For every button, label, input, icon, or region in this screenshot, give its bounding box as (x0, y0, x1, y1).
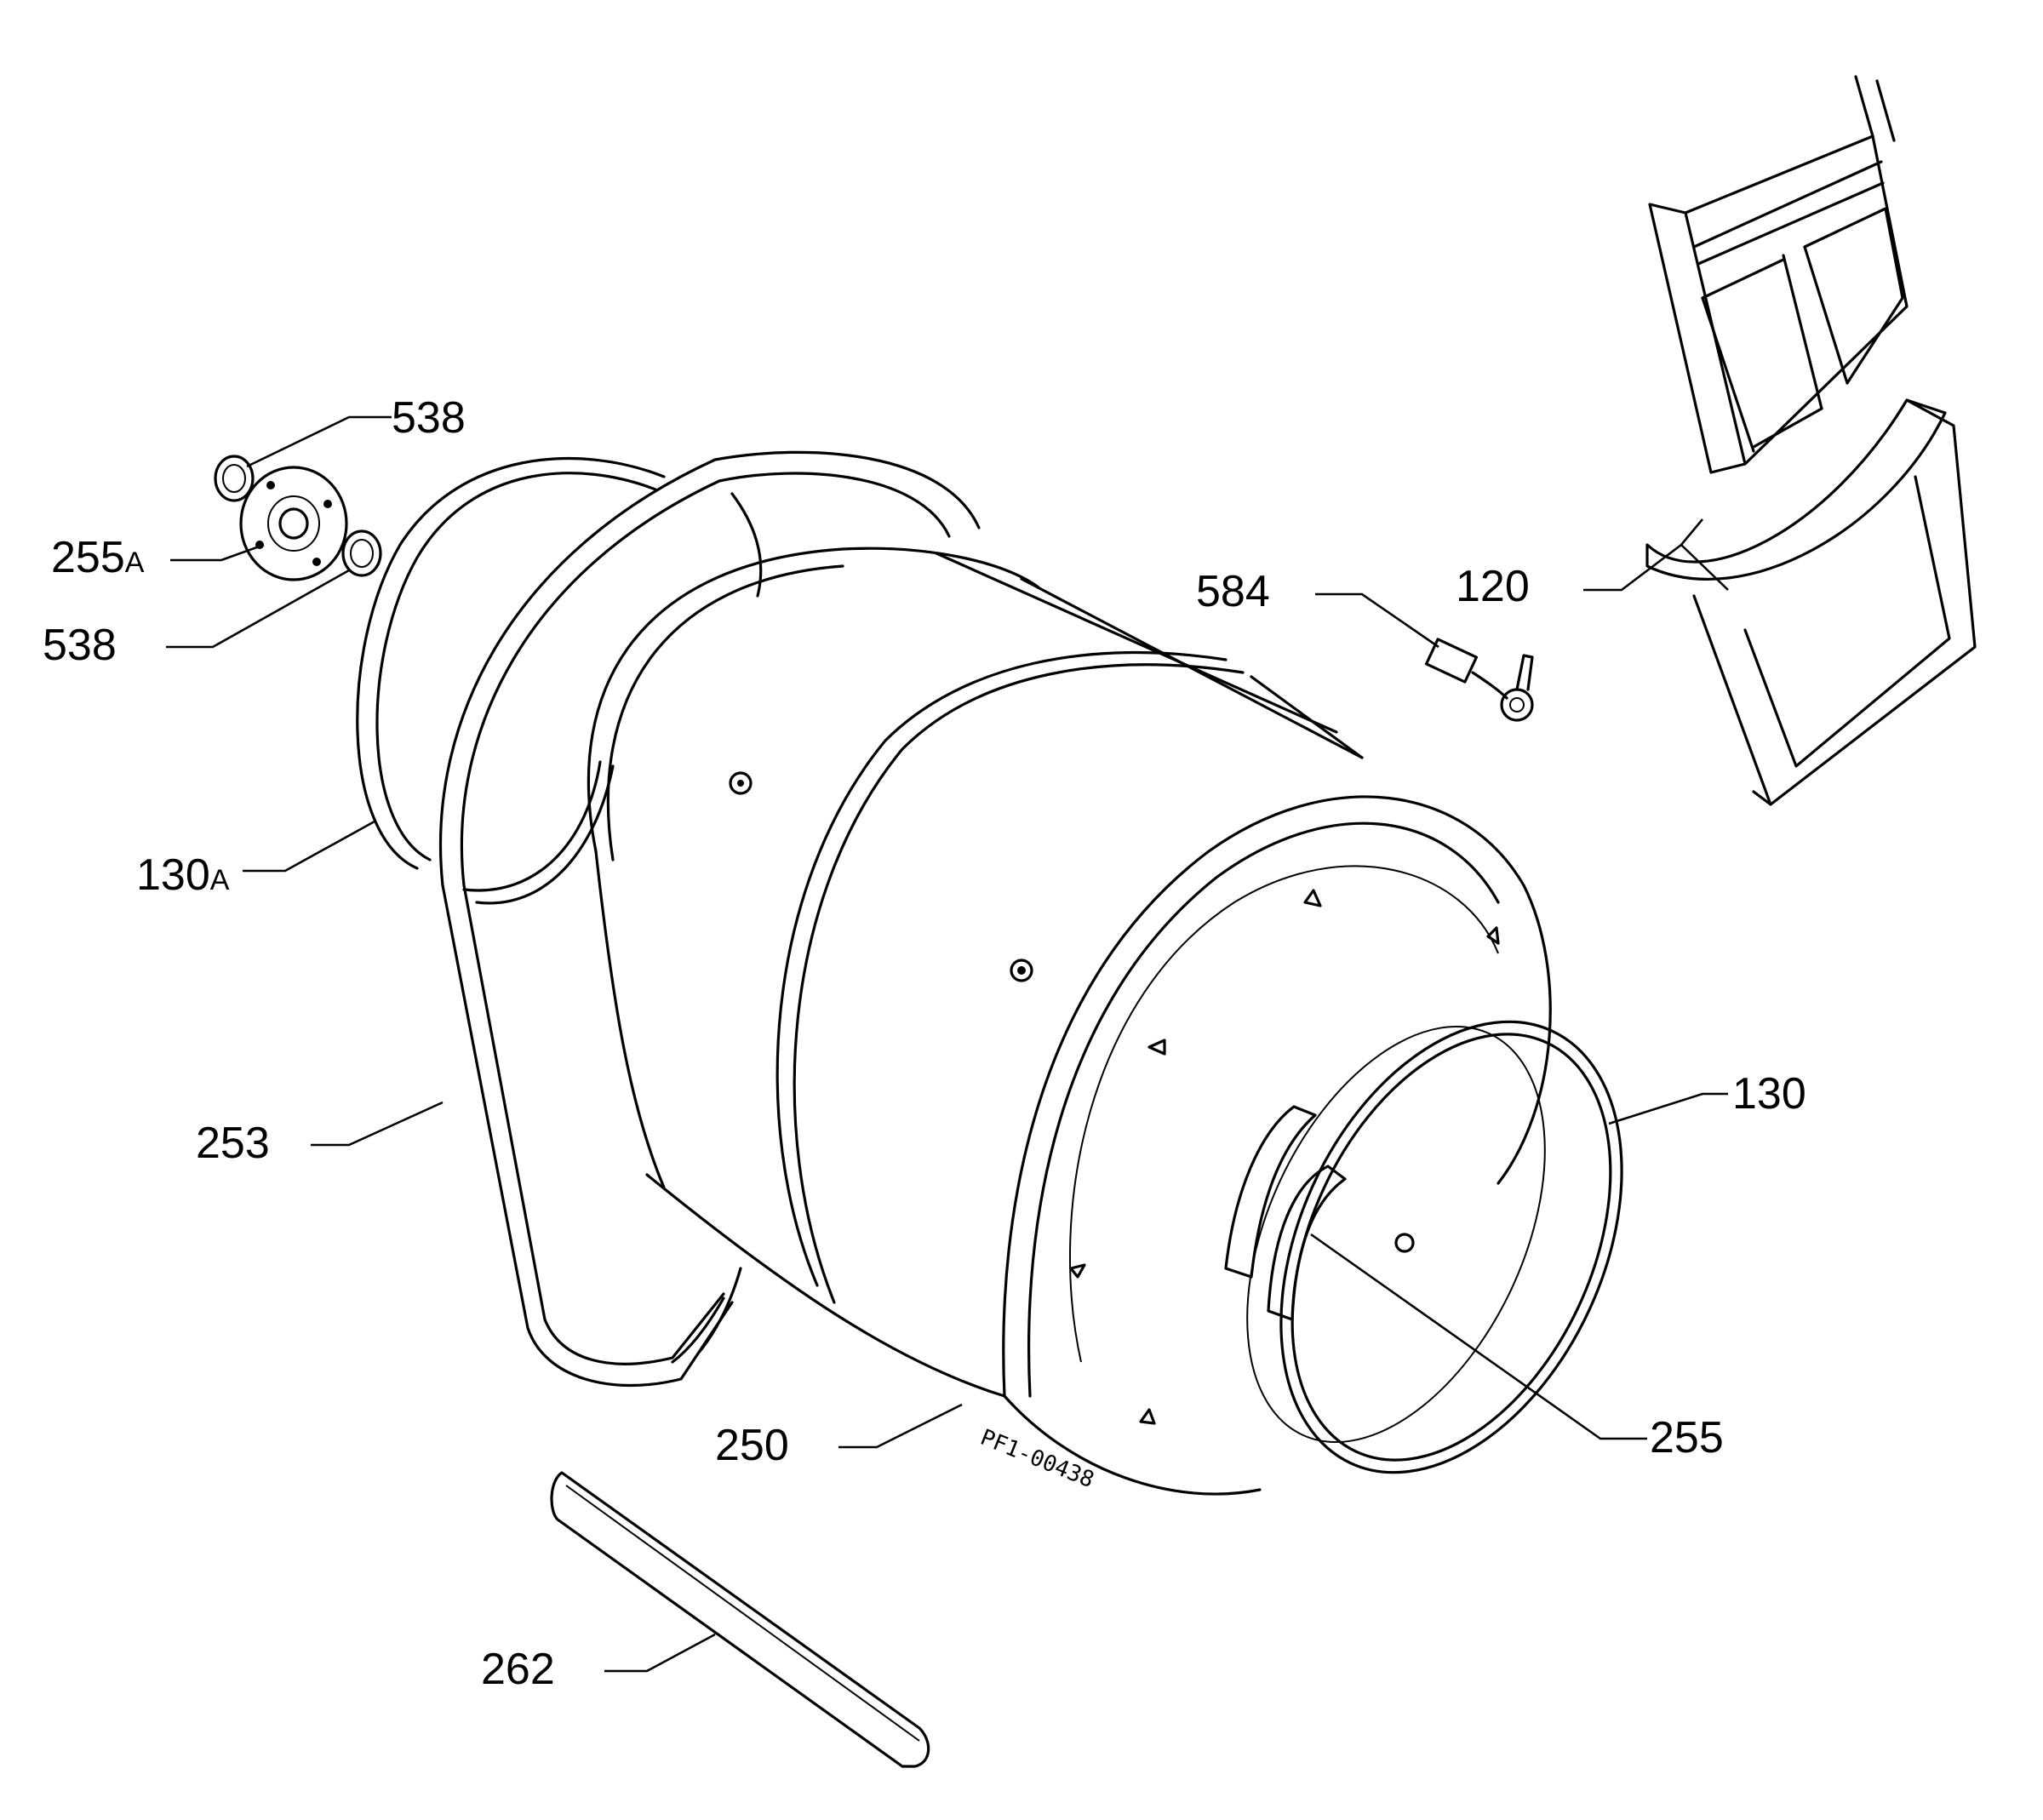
label-584: 584 (1196, 567, 1270, 616)
leader-lines (166, 415, 1729, 1673)
front-seal (1246, 1020, 1623, 1474)
label-255a: 255A (51, 533, 145, 582)
drum (587, 547, 1552, 1496)
drawing-code: PF1-00438 (976, 1425, 1097, 1494)
label-255: 255 (1650, 1413, 1724, 1462)
label-538-bottom: 538 (43, 621, 117, 670)
label-120: 120 (1456, 562, 1530, 611)
label-538-top: 538 (392, 393, 466, 443)
bearing-ring-top (214, 455, 255, 502)
label-253: 253 (196, 1119, 270, 1168)
lifter (1224, 1105, 1347, 1321)
rear-seal (356, 456, 666, 905)
bearing-ring-bottom (341, 529, 382, 577)
label-130a: 130A (136, 850, 230, 900)
pad (550, 1471, 930, 1768)
bearing-flange (239, 466, 348, 581)
drive-belt (438, 450, 981, 1388)
label-130: 130 (1732, 1069, 1806, 1119)
lint-filter (1645, 75, 1977, 806)
label-262: 262 (481, 1645, 555, 1694)
sensor (1424, 638, 1534, 722)
label-250: 250 (715, 1421, 789, 1470)
